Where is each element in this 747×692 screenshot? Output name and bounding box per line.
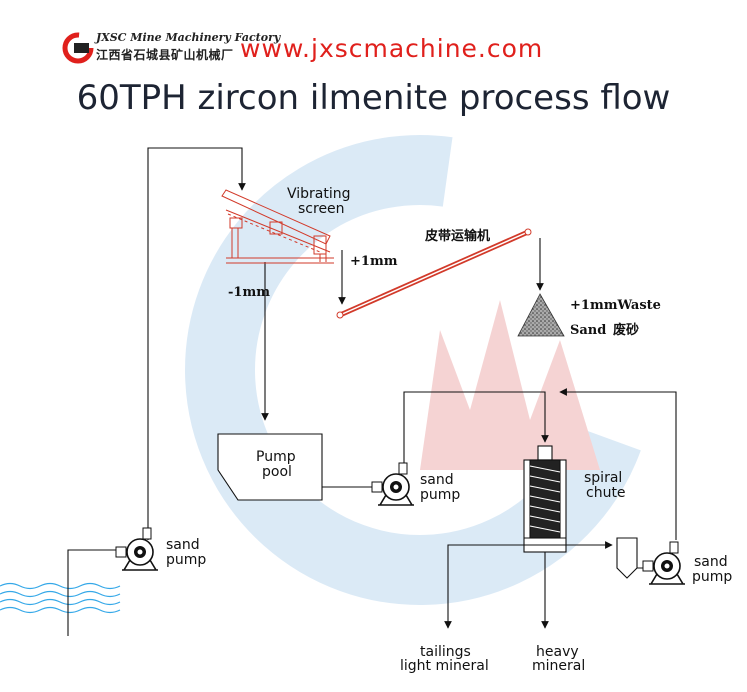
label-sand-pump-c-2: pump <box>692 569 732 585</box>
label-belt-conveyor: 皮带运输机 <box>424 228 490 244</box>
label-waste-2: Sand <box>570 323 606 338</box>
concentrate-collector <box>616 537 638 579</box>
label-spiral-chute-2: chute <box>586 485 626 501</box>
pump-pool <box>217 433 323 501</box>
sand-pump-a <box>115 527 158 571</box>
label-waste-1: +1mmWaste <box>570 298 661 313</box>
label-sand-pump-b-1: sand <box>420 472 454 488</box>
vibrating-screen <box>221 189 334 264</box>
label-vibrating-screen-1: Vibrating <box>287 186 351 202</box>
label-pump-pool-1: Pump <box>256 449 296 465</box>
label-vibrating-screen-2: screen <box>298 201 345 217</box>
label-sand-pump-b-2: pump <box>420 487 460 503</box>
label-heavy-1: heavy <box>536 644 579 660</box>
watermark-logo <box>185 135 655 605</box>
company-logo: JXSC Mine Machinery Factory 江西省石城县矿山机械厂 <box>62 30 280 70</box>
spiral-chute <box>523 445 567 553</box>
label-waste-cn: 废砂 <box>613 322 639 338</box>
label-pump-pool-2: pool <box>262 464 292 480</box>
label-sand-pump-a-1: sand <box>166 537 200 553</box>
sand-pump-c <box>642 541 685 585</box>
logo-company-name-en: JXSC Mine Machinery Factory <box>96 31 281 44</box>
label-sand-pump-c-1: sand <box>694 554 728 570</box>
logo-company-name-cn: 江西省石城县矿山机械厂 <box>96 48 234 62</box>
water-source <box>0 582 121 614</box>
label-minus-1mm: -1mm <box>228 285 270 300</box>
waste-sand-pile <box>517 293 565 337</box>
diagram-title: 60TPH zircon ilmenite process flow <box>76 78 671 118</box>
label-sand-pump-a-2: pump <box>166 552 206 568</box>
label-plus-1mm: +1mm <box>350 254 398 269</box>
logo-mark-icon <box>62 32 94 64</box>
sand-pump-b <box>371 462 414 506</box>
belt-conveyor <box>336 228 532 319</box>
label-tailings-1: tailings <box>420 644 471 660</box>
label-tailings-2: light mineral <box>400 658 489 674</box>
website-link[interactable]: www.jxscmachine.com <box>240 34 544 63</box>
label-spiral-chute-1: spiral <box>584 470 622 486</box>
label-heavy-2: mineral <box>532 658 585 674</box>
